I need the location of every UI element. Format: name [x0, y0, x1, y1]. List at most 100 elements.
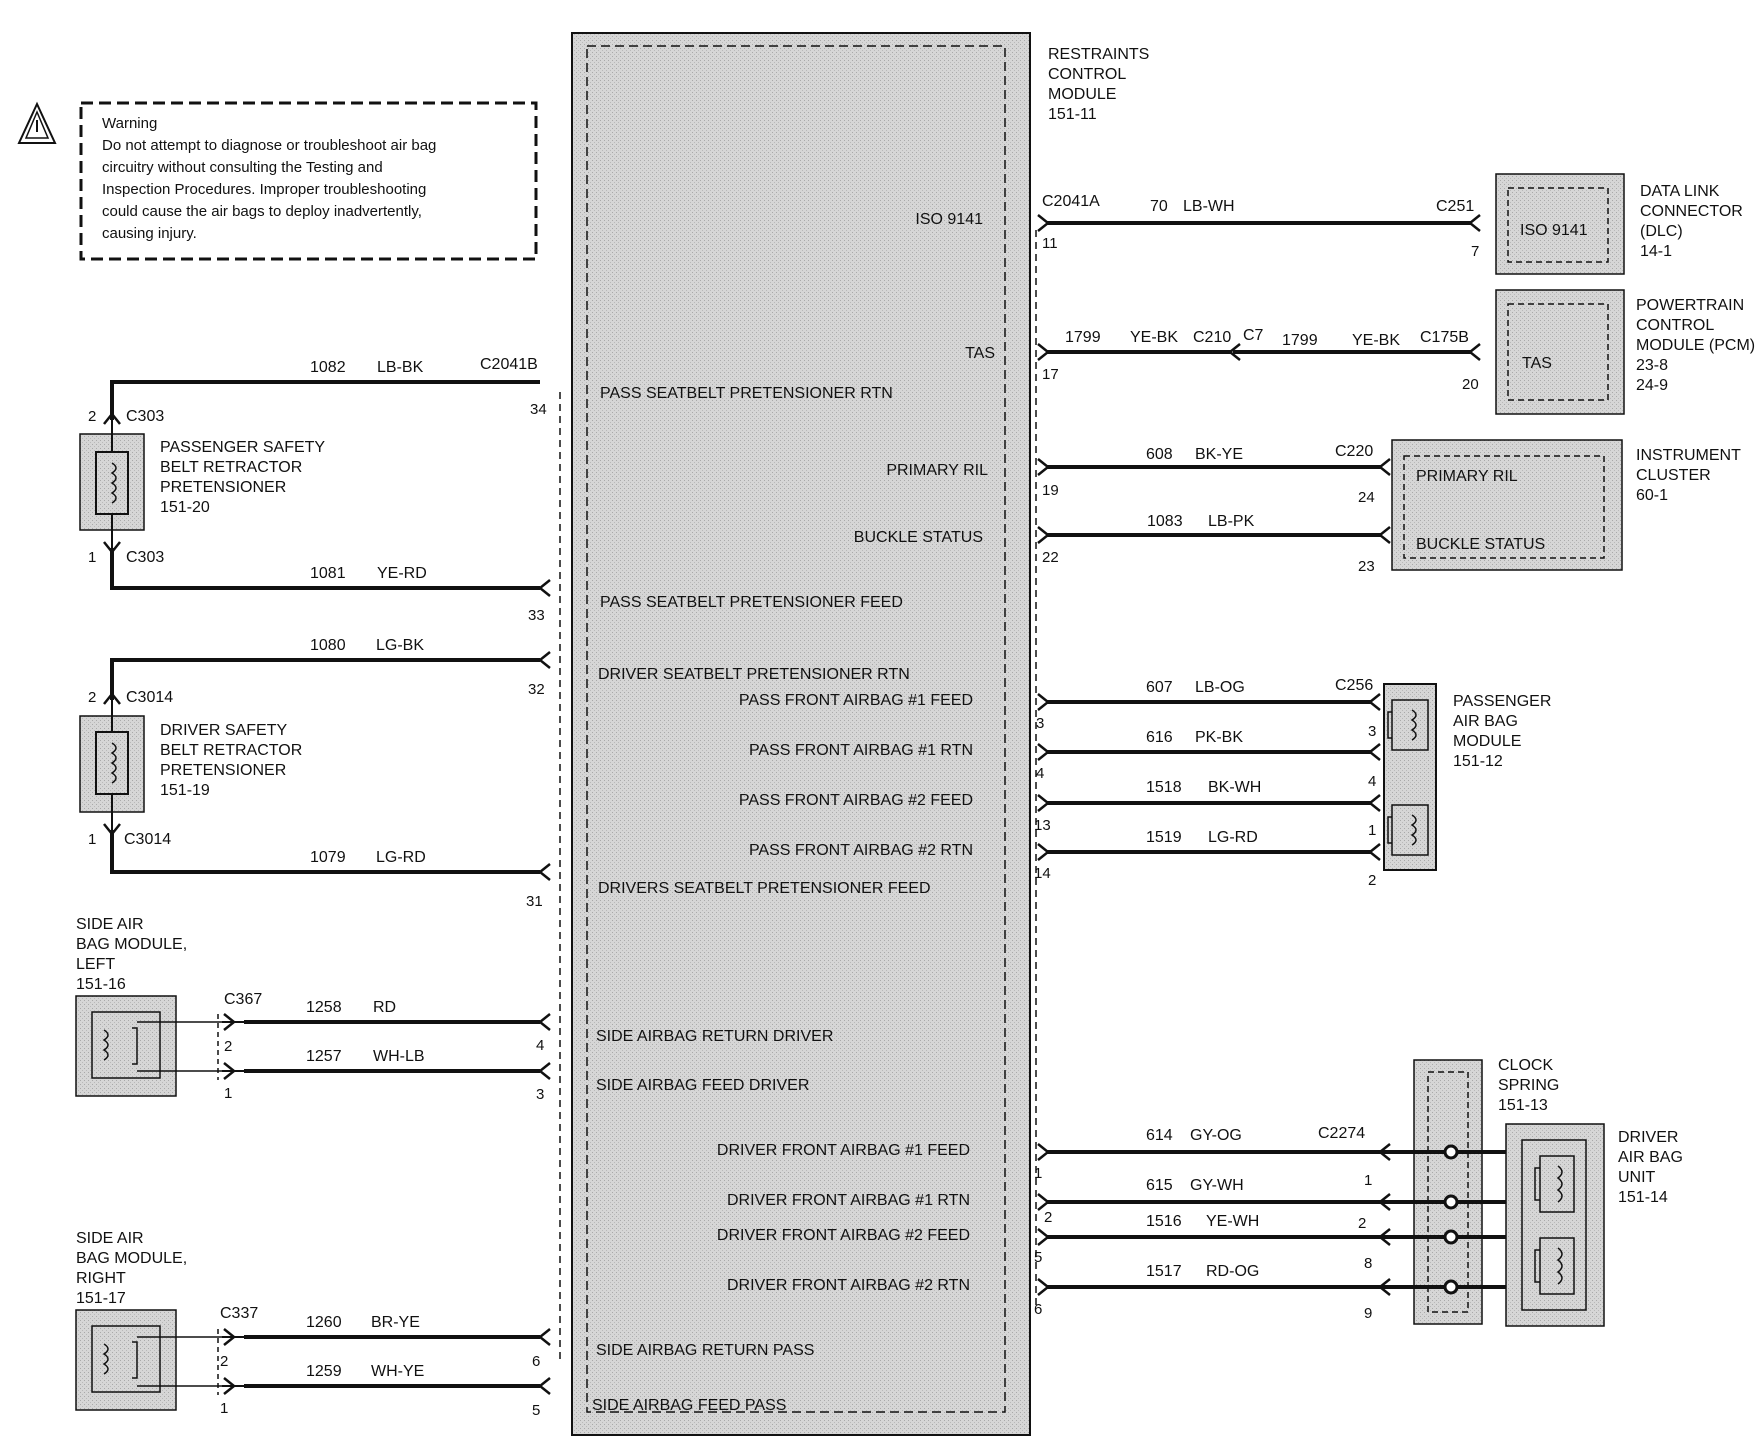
rcm-signal-pass-front-1-rtn: PASS FRONT AIRBAG #1 RTN: [749, 742, 973, 759]
wire-color: PK-BK: [1195, 729, 1243, 746]
restraints-control-module: [571, 32, 1031, 1436]
pin-number: 3: [536, 1086, 544, 1103]
wire-color: LB-PK: [1208, 513, 1255, 530]
ic-label: INSTRUMENT: [1636, 447, 1741, 464]
warning-box: [79, 101, 538, 261]
dabu-label: AIR BAG: [1618, 1149, 1683, 1166]
wire-color: LG-BK: [376, 637, 424, 654]
connector-c303: C303: [126, 549, 164, 566]
wire-color: LB-WH: [1183, 198, 1235, 215]
wire-circuit: 608: [1146, 446, 1173, 463]
pin-number: 1: [1034, 1165, 1042, 1182]
rcm-label: CONTROL: [1048, 66, 1126, 83]
pin-number: 22: [1042, 549, 1059, 566]
pin-number: 2: [1044, 1209, 1052, 1226]
dlc-label: (DLC): [1640, 223, 1683, 240]
connector-c256: C256: [1335, 677, 1373, 694]
pcm-label: MODULE (PCM): [1636, 337, 1755, 354]
wire-color: GY-OG: [1190, 1127, 1242, 1144]
rcm-signal-tas: TAS: [965, 345, 995, 362]
driver-belt-pretensioner: [79, 691, 145, 837]
pin-number: 32: [528, 681, 545, 698]
connector-c337: C337: [220, 1305, 258, 1322]
connector-c367: C367: [224, 991, 262, 1008]
pin-number: 33: [528, 607, 545, 624]
pret-pass-label: BELT RETRACTOR: [160, 459, 302, 476]
wire-color: BR-YE: [371, 1314, 420, 1331]
wire-circuit: 1799: [1065, 329, 1101, 346]
wire-color: BK-WH: [1208, 779, 1261, 796]
wire-color: LG-RD: [376, 849, 426, 866]
pin-number: 5: [1034, 1249, 1042, 1266]
wire-color: GY-WH: [1190, 1177, 1244, 1194]
pabm-label: PASSENGER: [1453, 693, 1551, 710]
wire-color: LG-RD: [1208, 829, 1258, 846]
connector-c2041a: C2041A: [1042, 193, 1100, 210]
connector-c220: C220: [1335, 443, 1373, 460]
pcm-label: 24-9: [1636, 377, 1668, 394]
rcm-signal-pass-belt-rtn: PASS SEATBELT PRETENSIONER RTN: [600, 385, 893, 402]
pin-number: 7: [1471, 243, 1479, 260]
warning-line: Inspection Procedures. Improper troubles…: [102, 181, 426, 198]
rcm-signal-side-feed-pass: SIDE AIRBAG FEED PASS: [592, 1397, 786, 1414]
pin-number: 13: [1034, 817, 1051, 834]
connector-c303: C303: [126, 408, 164, 425]
wire-circuit: 1083: [1147, 513, 1183, 530]
dlc-label: CONNECTOR: [1640, 203, 1743, 220]
connector-c175b: C175B: [1420, 329, 1469, 346]
wire-color: YE-BK: [1352, 332, 1400, 349]
rcm-signal-driver-belt-rtn: DRIVER SEATBELT PRETENSIONER RTN: [598, 666, 910, 683]
connector-c3014: C3014: [126, 689, 173, 706]
ic-inner-label: BUCKLE STATUS: [1416, 536, 1545, 553]
wire-circuit: 607: [1146, 679, 1173, 696]
pin-number: 2: [88, 689, 96, 706]
side-air-bag-module-right: [75, 1309, 244, 1411]
instrument-cluster: [1377, 439, 1623, 571]
powertrain-control-module: [1467, 289, 1625, 415]
dabu-label: 151-14: [1618, 1189, 1668, 1206]
wire-color: RD-OG: [1206, 1263, 1259, 1280]
rcm-signal-drivers-belt-feed: DRIVERS SEATBELT PRETENSIONER FEED: [598, 880, 931, 897]
side-left-label: 151-16: [76, 976, 126, 993]
wire-circuit: 70: [1150, 198, 1168, 215]
dlc-label: DATA LINK: [1640, 183, 1720, 200]
connector-c3014: C3014: [124, 831, 171, 848]
side-right-label: RIGHT: [76, 1270, 126, 1287]
ic-inner-label: PRIMARY RIL: [1416, 468, 1518, 485]
wire-circuit: 614: [1146, 1127, 1173, 1144]
pin-number: 4: [1368, 773, 1376, 790]
warning-line: Do not attempt to diagnose or troublesho…: [102, 137, 436, 154]
wires-left: [110, 380, 540, 1388]
rcm-signal-driver-front-1-feed: DRIVER FRONT AIRBAG #1 FEED: [717, 1142, 970, 1159]
pcm-label: POWERTRAIN: [1636, 297, 1744, 314]
side-left-label: LEFT: [76, 956, 115, 973]
side-left-label: SIDE AIR: [76, 916, 144, 933]
wire-circuit: 615: [1146, 1177, 1173, 1194]
pin-number: 4: [536, 1037, 544, 1054]
rcm-signal-driver-front-2-feed: DRIVER FRONT AIRBAG #2 FEED: [717, 1227, 970, 1244]
pin-number: 1: [88, 549, 96, 566]
wire-circuit: 1079: [310, 849, 346, 866]
wire-color: YE-RD: [377, 565, 427, 582]
connector-c2274: C2274: [1318, 1125, 1365, 1142]
wires-right: [1046, 221, 1472, 1289]
pret-pass-label: 151-20: [160, 499, 210, 516]
wire-circuit: 1518: [1146, 779, 1182, 796]
wire-circuit: 1257: [306, 1048, 342, 1065]
rcm-signal-driver-front-2-rtn: DRIVER FRONT AIRBAG #2 RTN: [727, 1277, 970, 1294]
rcm-label: RESTRAINTS: [1048, 46, 1149, 63]
dlc-label: 14-1: [1640, 243, 1672, 260]
rcm-signal-side-return-driver: SIDE AIRBAG RETURN DRIVER: [596, 1028, 833, 1045]
rcm-signal-pass-front-2-rtn: PASS FRONT AIRBAG #2 RTN: [749, 842, 973, 859]
rcm-signal-pass-front-2-feed: PASS FRONT AIRBAG #2 FEED: [739, 792, 973, 809]
wire-circuit: 1260: [306, 1314, 342, 1331]
wire-circuit: 1517: [1146, 1263, 1182, 1280]
wire-color: WH-YE: [371, 1363, 424, 1380]
passenger-air-bag-module: [1367, 683, 1437, 871]
inline-connector-c210-c7: [1227, 343, 1262, 361]
pin-number: 1: [88, 831, 96, 848]
pret-drv-label: PRETENSIONER: [160, 762, 286, 779]
warning-title: Warning: [102, 115, 157, 132]
rcm-signal-iso: ISO 9141: [915, 211, 983, 228]
